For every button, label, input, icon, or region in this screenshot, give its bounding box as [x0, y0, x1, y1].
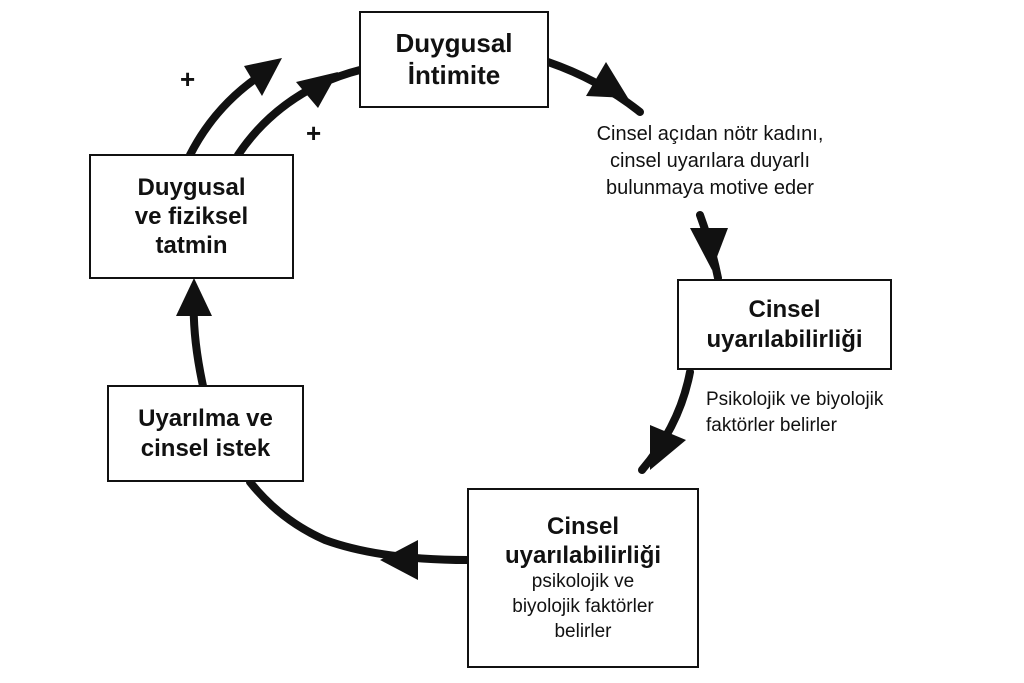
arrowhead-left-bottom: [380, 540, 418, 580]
box-emotional-intimacy-line-1: Duygusal: [395, 27, 513, 58]
arrowhead-up-left: [176, 278, 212, 316]
note-factors-line-1: Psikolojik ve biyolojik: [706, 389, 884, 410]
box-sexual-arousability-line-1: Cinsel: [748, 296, 821, 324]
note-motivation-line-2: cinsel uyarılara duyarlı: [609, 150, 811, 172]
box-sexual-arousability-line-2: uyarılabilirliği: [706, 325, 863, 353]
plus-sign-outer: +: [180, 64, 196, 94]
note-factors-line-2: faktörler belirler: [706, 414, 837, 436]
cycle-arrow-bottom-to-arousal: [246, 478, 472, 564]
plus-sign-inner: +: [306, 118, 322, 148]
box-sexual-arousability-bottom: Cinsel uyarılabilirliği psikolojik ve bi…: [467, 488, 699, 668]
box-satisfaction-line-2: ve fiziksel: [134, 202, 249, 230]
box-emotional-intimacy: Duygusal İntimite: [359, 11, 549, 108]
arrowhead-down-right-lower: [650, 425, 686, 470]
box-bottom-detail-line-1: psikolojik ve: [531, 571, 635, 593]
note-factors: Psikolojik ve biyolojik faktörler belirl…: [706, 387, 966, 438]
box-arousal-desire: Uyarılma ve cinsel istek: [107, 385, 304, 482]
arrowhead-up-inner: [296, 72, 338, 108]
box-bottom-detail-line-2: biyolojik faktörler: [512, 595, 654, 617]
box-emotional-physical-satisfaction: Duygusal ve fiziksel tatmin: [89, 154, 294, 279]
box-emotional-intimacy-line-2: İntimite: [407, 59, 501, 90]
box-sexual-arousability: Cinsel uyarılabilirliği: [677, 279, 892, 370]
note-motivation-line-3: bulunmaya motive eder: [606, 177, 814, 199]
box-bottom-title-line-2: uyarılabilirliği: [504, 541, 662, 569]
cycle-arrow-arousability-to-bottom: [638, 368, 694, 474]
box-arousal-desire-line-1: Uyarılma ve: [138, 405, 273, 433]
box-satisfaction-line-1: Duygusal: [137, 173, 246, 201]
arrowhead-down-right-upper: [690, 228, 728, 270]
arrowhead-right-top: [586, 62, 628, 98]
arrowhead-up-outer: [244, 58, 282, 96]
box-bottom-title-line-1: Cinsel: [546, 512, 620, 540]
box-bottom-detail-line-3: belirler: [554, 620, 612, 642]
box-arousal-desire-line-2: cinsel istek: [140, 434, 271, 462]
box-satisfaction-line-3: tatmin: [155, 232, 228, 260]
note-motivation: Cinsel açıdan nötr kadını, cinsel uyarıl…: [560, 121, 860, 202]
note-motivation-line-1: Cinsel açıdan nötr kadını,: [596, 123, 824, 145]
